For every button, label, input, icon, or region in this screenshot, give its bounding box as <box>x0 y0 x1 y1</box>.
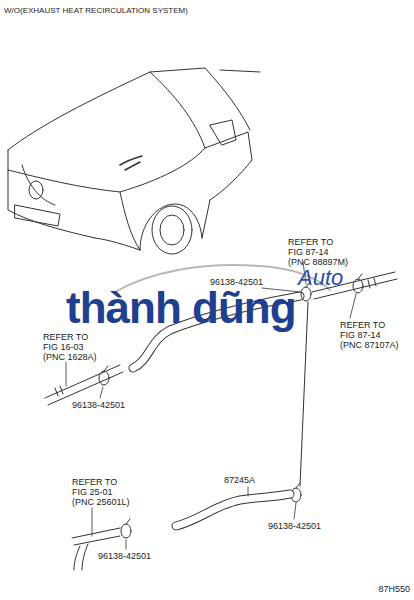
part-number: 87245A <box>224 475 255 485</box>
figure-code: 87H550 <box>378 584 410 594</box>
watermark: thành <box>66 284 181 332</box>
part-number: 96138-42501 <box>268 521 321 531</box>
hose-line <box>300 302 308 486</box>
leader-line <box>66 262 356 549</box>
car-illustration <box>8 68 260 254</box>
reference-note: REFER TO FIG 16-03 (PNC 1628A) <box>43 332 105 362</box>
diagram-title: W/O(EXHAUST HEAT RECIRCULATION SYSTEM) <box>4 6 188 16</box>
part-number: 96138-42501 <box>98 551 151 561</box>
part-number: 96138-42501 <box>72 400 125 410</box>
pipe-end <box>72 528 120 570</box>
watermark: dũng <box>192 284 296 332</box>
reference-note: REFER TO FIG 25-01 (PNC 25601L) <box>72 477 134 507</box>
reference-note: REFER TO FIG 87-14 (PNC 87107A) <box>340 320 402 350</box>
reference-note: REFER TO FIG 87-14 (PNC 88897M) <box>288 237 350 267</box>
watermark: Auto <box>298 266 343 290</box>
